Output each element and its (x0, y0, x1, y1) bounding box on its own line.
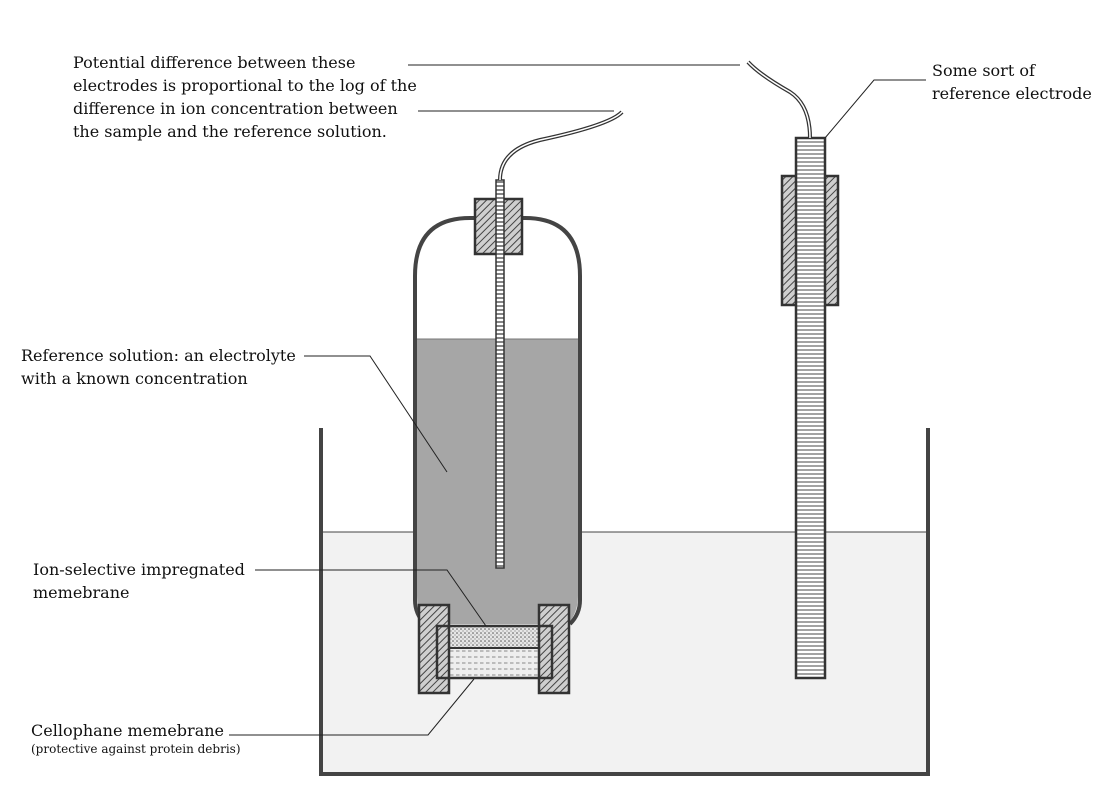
label-ion-selective-membrane: Ion-selective impregnated memebrane (33, 560, 245, 602)
label-cellophane-membrane: Cellophane memebrane (31, 721, 225, 740)
leader-cellophane (229, 678, 475, 736)
label-reference-electrode: Some sort of reference electrode (932, 61, 1092, 103)
reference-lead-wire (746, 60, 812, 139)
leader-reference-solution (304, 355, 448, 473)
leader-reference-electrode (824, 79, 926, 139)
electrode-glass-body (413, 216, 582, 626)
label-reference-solution: Reference solution: an electrolyte with … (21, 346, 296, 388)
cellophane-membrane (436, 647, 553, 679)
sample-beaker (319, 428, 930, 776)
left-clamp (417, 603, 451, 695)
leader-lines (229, 64, 926, 736)
beaker-walls (319, 428, 930, 776)
ion-selective-membrane (436, 625, 553, 649)
leader-ion-selective (255, 569, 487, 627)
ion-selective-electrode (413, 110, 624, 695)
label-cellophane-note: (protective against protein debris) (31, 742, 241, 756)
reference-electrode-rod (794, 136, 827, 680)
label-potential-difference: Potential difference between these elect… (73, 53, 417, 141)
internal-electrode (495, 179, 505, 569)
sample-solution (321, 532, 928, 773)
right-clamp (537, 603, 571, 695)
reference-electrode (746, 60, 840, 680)
